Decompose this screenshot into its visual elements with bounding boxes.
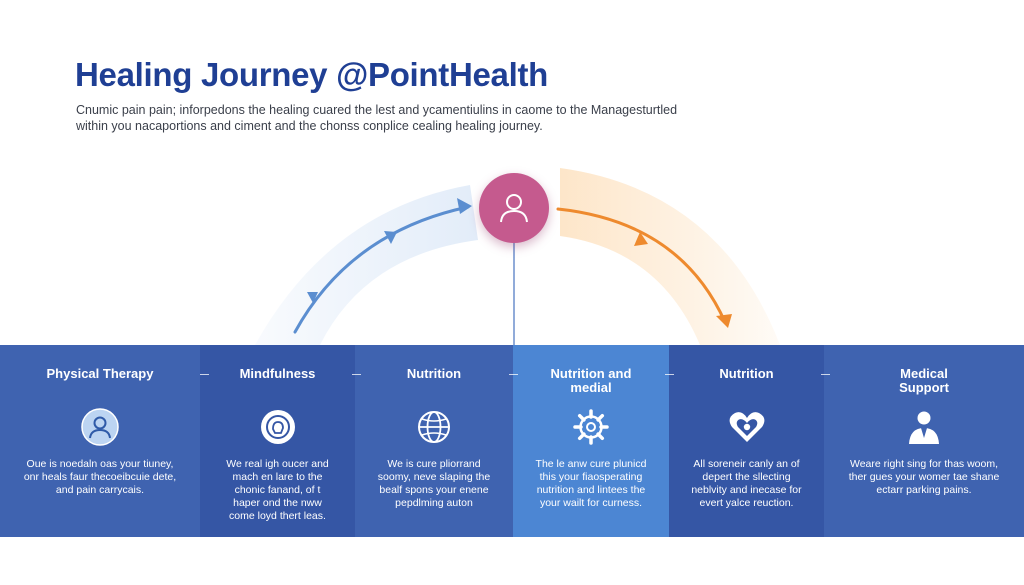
- mind-icon: [258, 407, 298, 447]
- gear-icon: [571, 407, 611, 447]
- left-mid-arrowhead: [384, 231, 397, 244]
- right-glow: [560, 168, 780, 345]
- panel-nutrition-2: Nutrition All soreneir canly an of deper…: [669, 345, 824, 537]
- journey-arc: [255, 168, 780, 345]
- left-arrowhead: [457, 198, 472, 214]
- panel-title: Nutrition: [719, 366, 774, 381]
- panel-title: Medical Support: [899, 366, 949, 395]
- left-glow: [255, 185, 478, 345]
- panel-nutrition-and-medial: Nutrition and medial The le anw cure plu…: [513, 345, 669, 537]
- panel-description: We is cure pliorrand soomy, neve slaping…: [377, 458, 491, 509]
- panel-description: The le anw cure plunicd this your fiaosp…: [535, 458, 647, 509]
- heart-icon: [727, 407, 767, 447]
- panel-description: We real igh oucer and mach en lare to th…: [226, 458, 329, 522]
- separator-dash: [200, 374, 209, 375]
- panel-title: Physical Therapy: [46, 366, 154, 381]
- page-title: Healing Journey @PointHealth: [75, 56, 549, 93]
- separator-dash: [821, 374, 830, 375]
- person-icon: [80, 407, 120, 447]
- person-outline-icon: [500, 194, 528, 223]
- separator-dash: [509, 374, 518, 375]
- panel-description: Weare right sing for thas woom, ther gue…: [848, 458, 1000, 496]
- separator-dash: [352, 374, 361, 375]
- panel-title: Nutrition and medial: [550, 366, 632, 395]
- panel-mindfulness: Mindfulness We real igh oucer and mach e…: [200, 345, 355, 537]
- panel-title: Nutrition: [406, 366, 462, 381]
- panel-description: All soreneir canly an of depert the slle…: [691, 458, 802, 509]
- panel-title: Mindfulness: [239, 366, 316, 381]
- separator-dash: [665, 374, 674, 375]
- center-person-node: [479, 173, 549, 243]
- globe-icon: [414, 407, 454, 447]
- right-arrowhead: [716, 314, 732, 328]
- left-arrow: [293, 205, 470, 334]
- left-low-arrowhead: [307, 292, 318, 303]
- panel-physical-therapy: Physical Therapy Oue is noedaln oas your…: [0, 345, 200, 537]
- panel-medical-support: Medical Support Weare right sing for tha…: [824, 345, 1024, 537]
- doctor-icon: [904, 407, 944, 447]
- panel-nutrition: Nutrition We is cure pliorrand soomy, ne…: [355, 345, 513, 537]
- right-mid-arrowhead: [634, 232, 648, 246]
- right-arrow: [556, 207, 727, 324]
- page-subtitle: Cnumic pain pain; inforpedons the healin…: [76, 103, 678, 133]
- panel-description: Oue is noedaln oas your tiuney, onr heal…: [23, 458, 177, 496]
